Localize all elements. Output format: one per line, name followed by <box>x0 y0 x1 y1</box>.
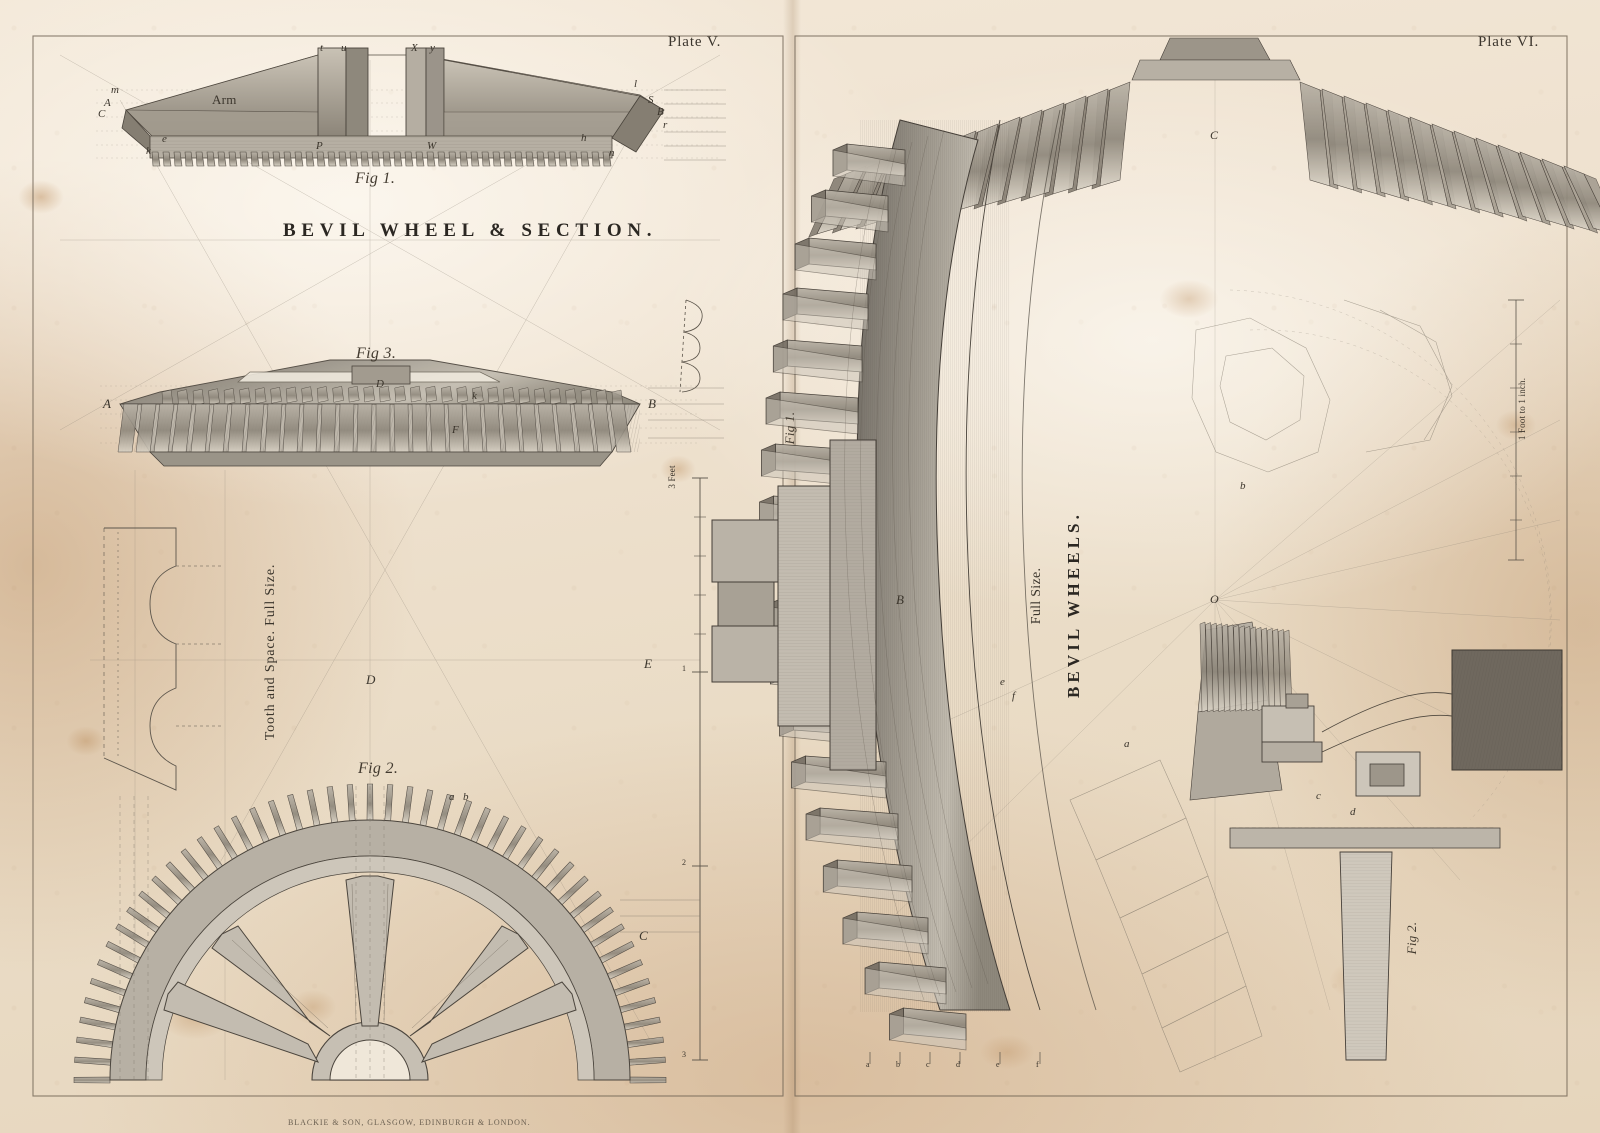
ref-letter: P <box>316 140 323 152</box>
ref-letter: W <box>427 140 437 152</box>
left-fig3-label: Fig 3. <box>356 345 397 362</box>
left-plate-figures <box>59 47 726 1084</box>
right-fig2-label: Fig 2. <box>1404 921 1419 955</box>
ref-letter: k <box>472 390 478 402</box>
right-side-caption: 1 Foot to 1 inch. <box>1517 377 1527 441</box>
right-plate-figures <box>711 37 1600 1073</box>
left-plate-scale-bar <box>692 477 708 1061</box>
ref-letter: B <box>657 106 664 118</box>
ref-letter: u <box>341 42 347 54</box>
ref-letter: e <box>1000 676 1006 688</box>
ref-letter: D <box>376 378 385 390</box>
scale-tick: f <box>1036 1060 1039 1069</box>
ref-letter: D <box>366 672 376 687</box>
left-fig1-arm-caption: Arm <box>212 92 237 107</box>
ref-letter: a <box>449 791 455 803</box>
scale-tick: 2 <box>682 858 687 867</box>
right-fig1-label: Fig 1. <box>782 411 797 445</box>
ref-letter: b <box>463 791 469 803</box>
ref-letter: y <box>430 42 436 54</box>
ref-letter: m <box>111 84 120 96</box>
scale-tick: d <box>956 1060 961 1069</box>
ref-letter: r <box>663 119 668 131</box>
left-vertical-caption: Tooth and Space. Full Size. <box>263 563 278 741</box>
right-size-caption: Full Size. <box>1029 567 1044 625</box>
scale-tick: b <box>896 1060 901 1069</box>
fig3-bevel-wheel-perspective <box>117 299 703 467</box>
ref-letter: l <box>634 78 638 90</box>
scale-tick: 3 <box>682 1050 687 1059</box>
tooth-and-space-profile <box>103 527 222 791</box>
left-scale-caption: 3 Feet <box>667 465 677 489</box>
left-plate-title: BEVIL WHEEL & SECTION. <box>283 220 658 241</box>
fig3-tooth-row <box>117 403 632 453</box>
ref-letter: t <box>320 42 324 54</box>
right-plate-title: BEVIL WHEELS. <box>1064 511 1083 698</box>
ref-letter: f <box>1012 690 1016 702</box>
scale-tick: e <box>996 1060 1000 1069</box>
ref-letter: k <box>146 145 152 157</box>
ref-letter: F <box>452 424 459 436</box>
ref-letter: A <box>103 396 112 411</box>
right-fig2-pinion-assembly <box>1189 621 1563 1061</box>
ref-letter: a <box>1124 738 1130 750</box>
plate-number-right: Plate VI. <box>1478 34 1540 50</box>
ref-letter: C <box>1210 128 1219 142</box>
ref-letter: O <box>1210 592 1219 606</box>
ref-letter: S <box>648 94 654 106</box>
ref-letter: d <box>1350 806 1356 818</box>
fig1-tooth-row <box>151 151 612 167</box>
plate-number-left: Plate V. <box>668 34 722 50</box>
ref-letter: B <box>896 592 905 607</box>
ref-letter: n <box>609 147 615 159</box>
ref-letter: A <box>104 97 111 109</box>
right-plate-scale-bar <box>1508 299 1524 561</box>
right-fig1-large-bevel-wheel <box>711 37 1600 1051</box>
ref-letter: X <box>411 42 418 54</box>
ref-letter: B <box>648 396 657 411</box>
ref-letter: C <box>98 108 106 120</box>
ref-letter: h <box>581 132 587 144</box>
ref-letter: b <box>1240 480 1246 492</box>
scale-tick: 1 <box>682 664 687 673</box>
ref-letter: e <box>162 133 168 145</box>
fig2-spur-wheel <box>73 783 667 1084</box>
ref-letter: c <box>1316 790 1322 802</box>
scale-tick: c <box>926 1060 930 1069</box>
publisher-imprint: BLACKIE & SON, GLASGOW, EDINBURGH & LOND… <box>288 1118 531 1127</box>
ref-letter: C <box>639 928 648 943</box>
left-fig2-label: Fig 2. <box>358 760 399 777</box>
left-fig1-label: Fig 1. <box>355 170 396 187</box>
scale-tick: a <box>866 1060 870 1069</box>
ref-letter: E <box>644 656 653 671</box>
fig1-bevel-wheel-section <box>121 47 665 167</box>
